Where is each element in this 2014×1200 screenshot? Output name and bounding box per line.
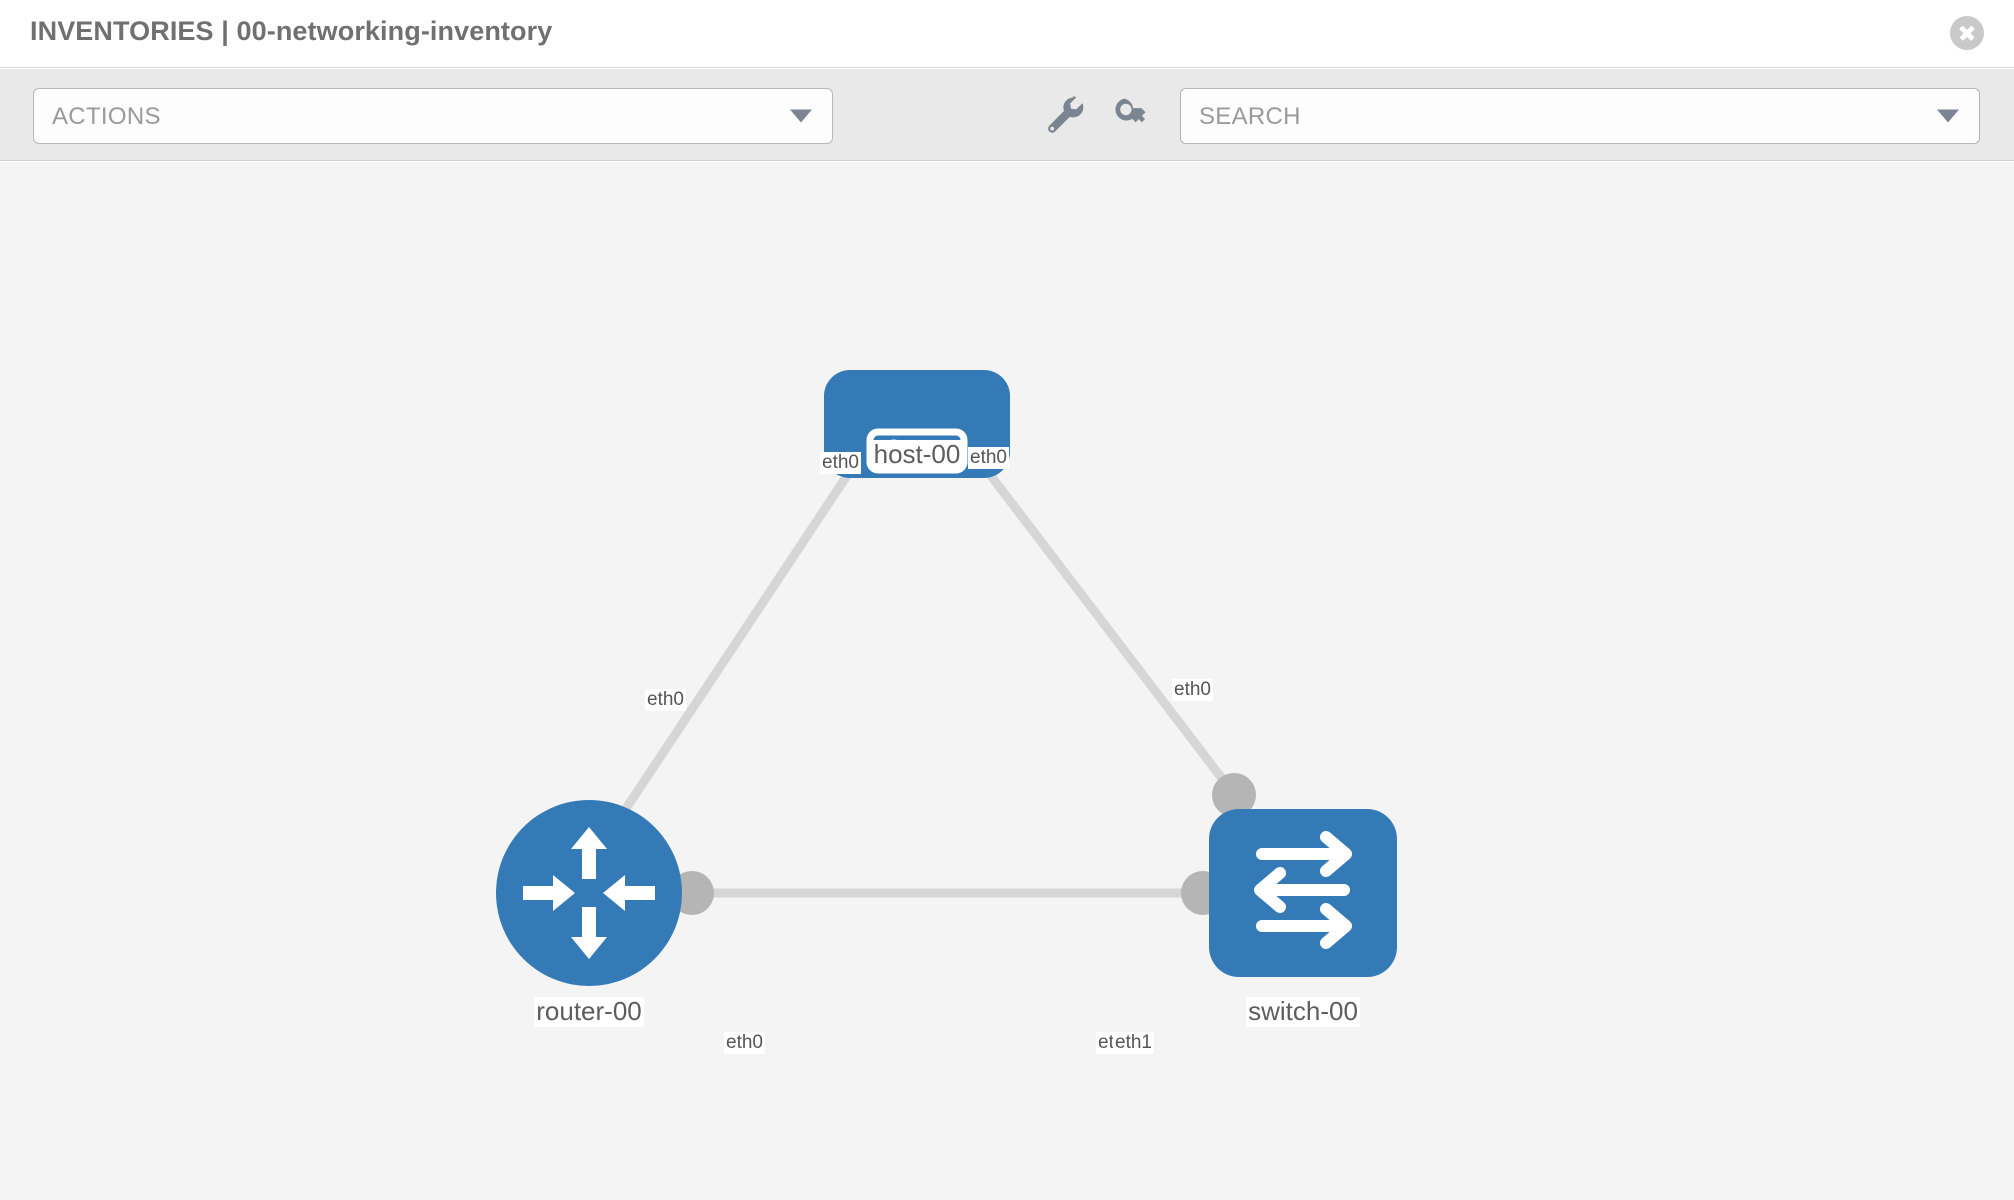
actions-dropdown-label: ACTIONS: [52, 103, 161, 130]
endpoint-dot: [1212, 773, 1256, 817]
topology-canvas[interactable]: host-00 router-00 switch-00 eth0 eth0 et…: [0, 162, 2014, 1200]
actions-dropdown[interactable]: ACTIONS: [33, 88, 833, 144]
toolbar: ACTIONS SEARCH: [0, 69, 2014, 161]
close-icon[interactable]: [1950, 16, 1984, 50]
chevron-down-icon: [790, 109, 812, 123]
topology-endpoints: [670, 428, 1256, 915]
search-placeholder: SEARCH: [1199, 103, 1301, 130]
node-label-switch-00: switch-00: [1246, 996, 1360, 1027]
topology-edges: [621, 435, 1244, 898]
search-input[interactable]: SEARCH: [1180, 88, 1980, 144]
edge-host00-router00[interactable]: [621, 435, 876, 813]
iface-label-switch00-eth1: eth1: [1113, 1032, 1154, 1054]
wrench-icon[interactable]: [1040, 91, 1088, 139]
iface-label-switch00-to-host00: eth0: [1172, 679, 1213, 701]
key-icon[interactable]: [1108, 91, 1156, 139]
iface-label-host00-to-switch00: eth0: [968, 447, 1009, 469]
topology-graph: [496, 370, 1397, 986]
edge-host00-switch00[interactable]: [958, 435, 1244, 805]
page-title: INVENTORIES | 00-networking-inventory: [30, 16, 553, 46]
page-header: INVENTORIES | 00-networking-inventory: [0, 0, 2014, 68]
node-switch-00[interactable]: [1209, 809, 1397, 977]
chevron-down-icon: [1937, 109, 1959, 123]
node-router-00[interactable]: [496, 800, 682, 986]
iface-label-router00-to-host00: eth0: [645, 689, 686, 711]
node-label-host-00: host-00: [871, 439, 963, 470]
iface-label-host00-to-router00: eth0: [820, 452, 861, 474]
node-label-router-00: router-00: [534, 996, 644, 1027]
iface-label-router00-to-switch00: eth0: [724, 1032, 765, 1054]
